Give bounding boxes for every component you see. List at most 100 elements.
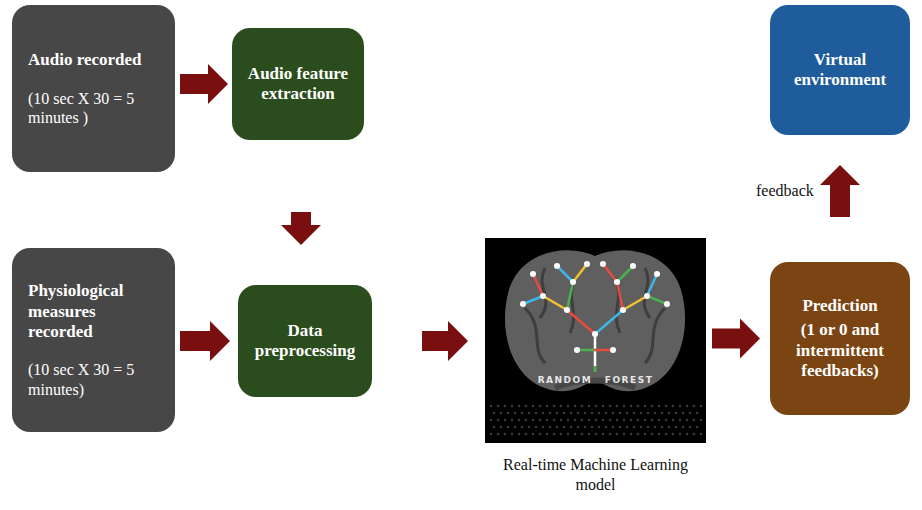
texture-dot <box>539 419 542 422</box>
tree-branch <box>567 282 573 310</box>
texture-dot <box>567 419 570 422</box>
prediction-box: Prediction (1 or 0 and intermittent feedb… <box>770 262 910 415</box>
texture-dot <box>693 433 696 436</box>
texture-dot <box>679 433 682 436</box>
input-box: Physiological measures recorded(10 sec X… <box>12 248 175 432</box>
texture-dot <box>535 412 538 415</box>
texture-dot <box>588 433 591 436</box>
texture-dot <box>532 405 535 408</box>
texture-dot <box>532 419 535 422</box>
texture-dot <box>647 412 650 415</box>
texture-dot <box>651 433 654 436</box>
texture-dot <box>518 433 521 436</box>
texture-dot <box>490 419 493 422</box>
node-body: (1 or 0 and intermittent feedbacks) <box>778 320 902 381</box>
texture-dot <box>525 419 528 422</box>
texture-dot <box>553 405 556 408</box>
texture-dot <box>661 412 664 415</box>
texture-dot <box>500 426 503 429</box>
block-arrow <box>281 212 321 245</box>
tree-branch <box>647 274 657 296</box>
texture-dot <box>493 412 496 415</box>
texture-dot <box>518 419 521 422</box>
node-heading: Data preprocessing <box>246 321 364 362</box>
tree-node-dot <box>614 279 620 285</box>
texture-dot <box>535 426 538 429</box>
tree-branch <box>603 264 617 282</box>
texture-dot <box>605 426 608 429</box>
texture-dot <box>675 426 678 429</box>
texture-dot <box>539 405 542 408</box>
texture-dot <box>665 419 668 422</box>
texture-dot <box>665 433 668 436</box>
texture-dot <box>630 419 633 422</box>
tree-branch <box>543 296 567 310</box>
text-group: Audio feature extraction <box>240 64 356 105</box>
texture-dot <box>693 419 696 422</box>
texture-dot <box>619 412 622 415</box>
tree-node-dot <box>564 307 570 313</box>
texture-dot <box>574 405 577 408</box>
tree-trunk <box>594 366 597 372</box>
texture-dot <box>546 419 549 422</box>
node-heading: Virtual environment <box>778 50 902 91</box>
tree-node-dot <box>630 263 636 269</box>
texture-dot <box>563 426 566 429</box>
tree-branch <box>567 310 595 334</box>
texture-dot <box>693 405 696 408</box>
texture-dot <box>668 412 671 415</box>
brain-tree-illustration <box>485 238 706 443</box>
texture-dot <box>658 433 661 436</box>
texture-dot <box>591 412 594 415</box>
texture-dot <box>595 405 598 408</box>
node-heading: Prediction <box>778 296 902 316</box>
process-box: Audio feature extraction <box>232 28 364 140</box>
texture-dot <box>507 412 510 415</box>
texture-dot <box>591 426 594 429</box>
texture-dot <box>574 419 577 422</box>
texture-dot <box>623 419 626 422</box>
texture-dot <box>511 419 514 422</box>
texture-dot <box>521 412 524 415</box>
texture-dot <box>672 405 675 408</box>
texture-dot <box>689 412 692 415</box>
texture-dot <box>514 426 517 429</box>
node-heading: Audio recorded <box>28 50 159 70</box>
texture-dot <box>570 426 573 429</box>
caption-text: Real-time Machine Learning model <box>496 455 696 495</box>
texture-dot <box>514 412 517 415</box>
node-body: (10 sec X 30 = 5 minutes) <box>28 360 159 398</box>
texture-dot <box>588 419 591 422</box>
text-group: Audio recorded(10 sec X 30 = 5 minutes ) <box>28 50 159 127</box>
texture-dot <box>560 433 563 436</box>
texture-dot <box>619 426 622 429</box>
texture-dot <box>623 405 626 408</box>
tree-node-dot <box>574 347 580 353</box>
texture-dot <box>511 405 514 408</box>
text-group: Physiological measures recorded(10 sec X… <box>28 281 159 399</box>
texture-dot <box>577 412 580 415</box>
texture-dot <box>700 433 703 436</box>
texture-dot <box>616 405 619 408</box>
output-box: Virtual environment <box>770 5 910 135</box>
brand-text: RANDOM FOREST <box>485 375 706 385</box>
texture-dot <box>542 426 545 429</box>
brain-outline <box>505 250 685 391</box>
texture-dot <box>539 433 542 436</box>
texture-dot <box>490 433 493 436</box>
texture-dot <box>686 405 689 408</box>
texture-dot <box>556 412 559 415</box>
model-image: RANDOM FORESTReal-time Machine Learning … <box>485 238 706 443</box>
tree-node-dot <box>610 347 616 353</box>
texture-dot <box>549 412 552 415</box>
texture-dot <box>630 433 633 436</box>
texture-dot <box>661 426 664 429</box>
texture-dot <box>504 405 507 408</box>
texture-dot <box>493 426 496 429</box>
texture-dot <box>637 405 640 408</box>
texture-dot <box>602 419 605 422</box>
texture-dot <box>679 419 682 422</box>
texture-dot <box>497 419 500 422</box>
texture-dot <box>577 426 580 429</box>
tree-node-dot <box>644 293 650 299</box>
